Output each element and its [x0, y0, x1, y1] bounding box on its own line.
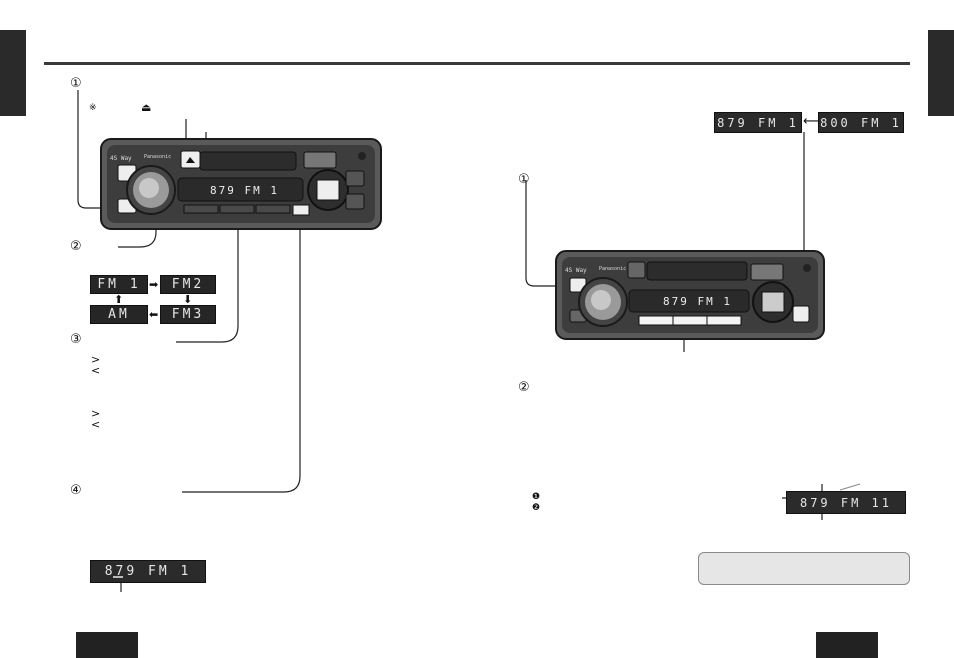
- tune-up-chevron-2: >: [91, 407, 101, 420]
- step3-marker: ③: [70, 332, 82, 347]
- left-page-number-block: [76, 632, 138, 658]
- arrow-right-icon: ➡: [149, 278, 159, 291]
- car-stereo-right: 4S Way Panasonic 879 FM 1: [555, 250, 825, 340]
- arrow-up-icon: ⬆: [114, 293, 124, 306]
- tune-up-chevron-1: >: [91, 353, 101, 366]
- step1-marker: ①: [70, 76, 82, 91]
- bullet-1: ❶: [532, 492, 541, 502]
- right-step1-marker: ①: [518, 172, 530, 187]
- band-fm1: FM 1: [90, 275, 148, 294]
- svg-text:4S Way: 4S Way: [565, 267, 587, 274]
- left-side-tab: [0, 30, 26, 116]
- right-page-number-block: [816, 632, 878, 658]
- stereo-indicator: [113, 576, 123, 578]
- right-step2-marker: ②: [518, 380, 530, 395]
- step2-marker: ②: [70, 239, 82, 254]
- blinking-display: 879 FM 11: [786, 491, 906, 514]
- header-rule: [44, 62, 910, 65]
- note-symbol: ※: [89, 103, 97, 113]
- band-fm3: FM3: [160, 305, 216, 324]
- arrow-down-icon: ⬇: [183, 293, 193, 306]
- swap-arrow-icon: ⟷: [803, 114, 822, 129]
- bullet-2: ❷: [532, 503, 541, 513]
- svg-text:Panasonic: Panasonic: [144, 154, 171, 160]
- bottom-display: 879 FM 1: [90, 560, 206, 583]
- tune-down-chevron-2: <: [91, 418, 101, 431]
- right-side-tab: [928, 30, 954, 116]
- svg-text:Panasonic: Panasonic: [599, 266, 626, 272]
- display-a: 879 FM 1: [714, 112, 802, 133]
- svg-text:4S Way: 4S Way: [110, 155, 132, 162]
- eject-symbol: ⏏: [141, 101, 152, 114]
- note-box: [698, 552, 910, 585]
- svg-text:879 FM 1: 879 FM 1: [663, 295, 732, 308]
- tune-down-chevron-1: <: [91, 364, 101, 377]
- svg-text:879 FM 1: 879 FM 1: [210, 184, 279, 197]
- step4-marker: ④: [70, 483, 82, 498]
- band-fm2: FM2: [160, 275, 216, 294]
- car-stereo-left: 4S Way Panasonic 879 FM 1: [100, 138, 382, 230]
- arrow-left-icon: ⬅: [149, 308, 159, 321]
- band-am: AM: [90, 305, 148, 324]
- display-b: 800 FM 1: [818, 112, 904, 133]
